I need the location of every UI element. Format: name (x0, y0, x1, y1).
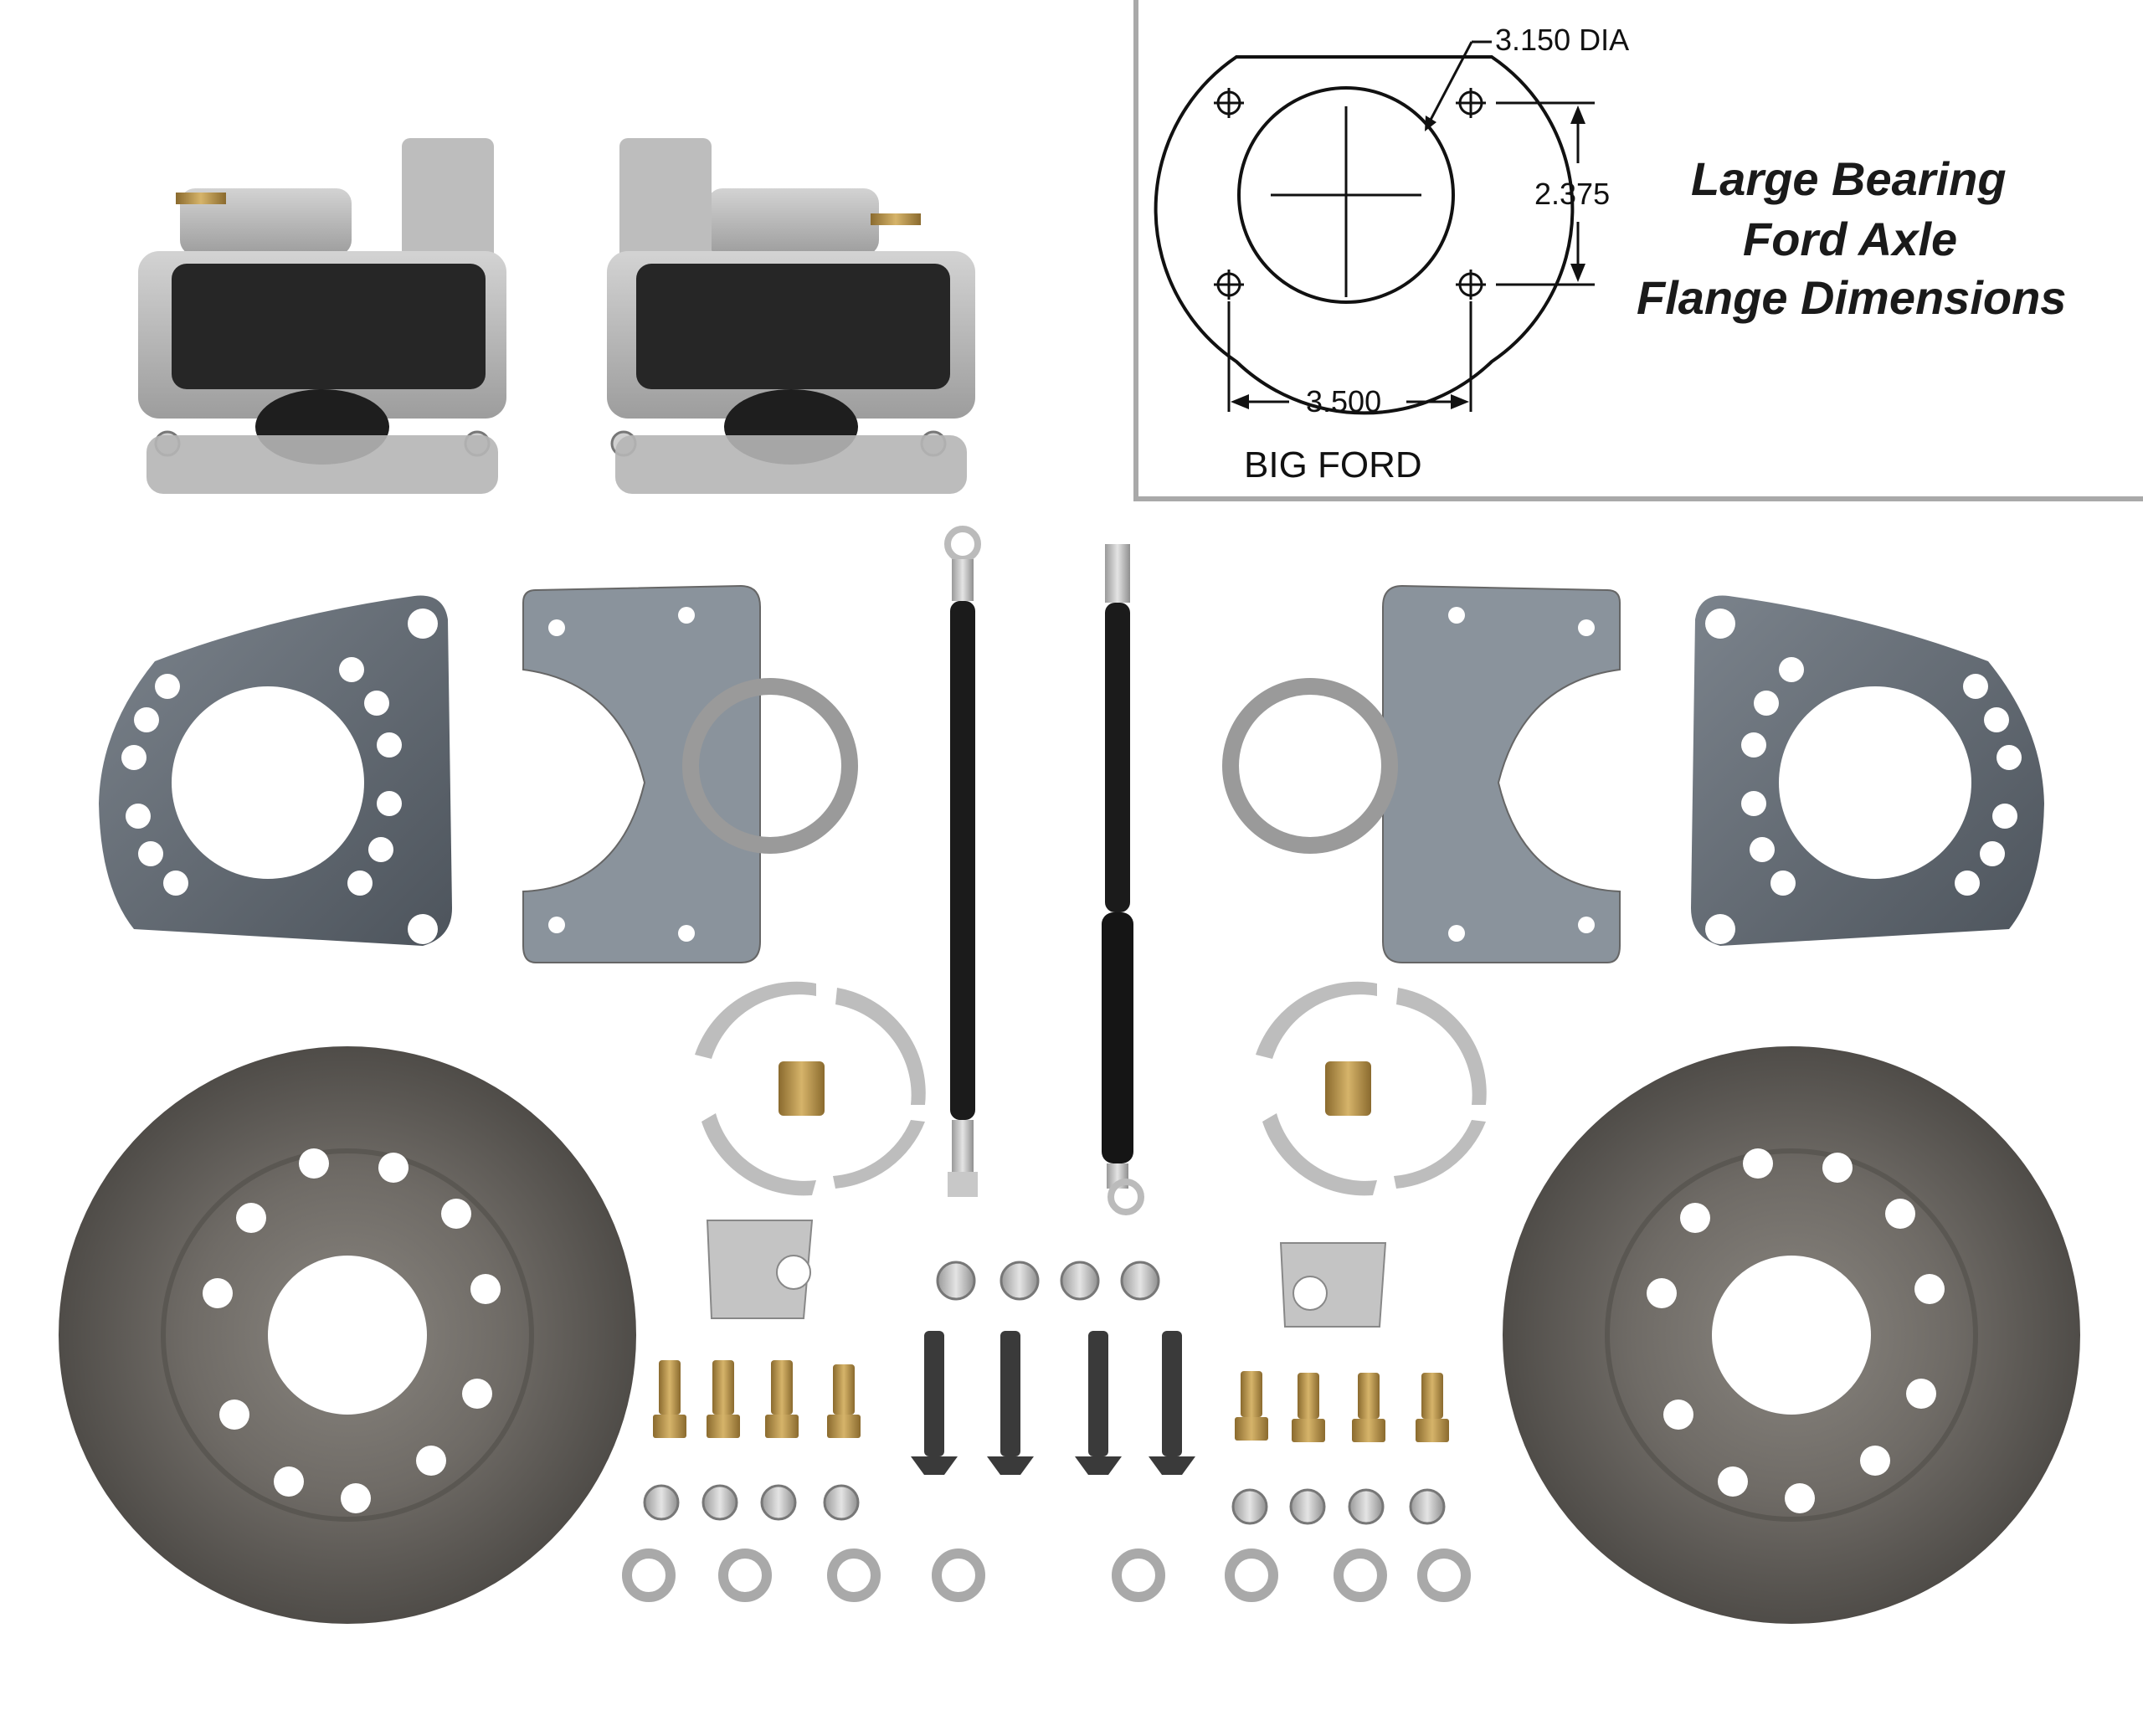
bolts-left (653, 1360, 861, 1438)
diagram-frame (1133, 0, 2143, 501)
diagram-caption: BIG FORD (1244, 444, 1422, 485)
brake-pad (636, 264, 950, 389)
caliper-mount-plate-left (99, 595, 452, 946)
brake-rotor-right (1503, 1046, 2080, 1624)
flange-nuts-top (936, 1261, 1160, 1301)
shim-set-right (1256, 981, 1487, 1196)
bolt-hole-markers (1214, 88, 1486, 300)
width-label: 3.500 (1306, 384, 1381, 419)
brake-hose-right (1102, 544, 1144, 1215)
retainer-ring-left (682, 678, 858, 854)
bolts-right (1235, 1371, 1449, 1442)
flange-diagram-panel: 3.150 DIA 2.375 3.500 BIG FORD Large Bea… (1133, 0, 2143, 501)
countersunk-screws (911, 1331, 1195, 1475)
brake-rotor-left (59, 1046, 636, 1624)
retainer-ring-right (1222, 678, 1398, 854)
flange-outline (1154, 55, 1575, 415)
hose-clip (1325, 1061, 1371, 1116)
shim-set-left (695, 981, 926, 1196)
rotor-lug-holes (203, 1148, 501, 1513)
brake-pad (172, 264, 486, 389)
bleeder-screw (871, 213, 921, 225)
mounting-holes (1705, 609, 2022, 944)
u-bracket-left (522, 584, 761, 963)
caliper-bracket (402, 138, 494, 264)
rotor-lug-holes (1647, 1148, 1945, 1513)
bearing-bore-circle (1237, 86, 1455, 304)
caliper-left (138, 138, 506, 494)
caliper-mount-plate-right (1691, 595, 2044, 946)
nuts-left (643, 1484, 860, 1521)
rotor-center-bore (268, 1256, 427, 1415)
hose-clip (779, 1061, 825, 1116)
headline-line-3: Flange Dimensions (1637, 271, 2066, 324)
headline-line-2: Ford Axle (1743, 213, 1957, 265)
u-bracket-right (1382, 584, 1621, 963)
nuts-right (1231, 1488, 1446, 1525)
rotor-center-bore (1712, 1256, 1871, 1415)
caliper-right (607, 138, 975, 494)
lock-washers (622, 1549, 1471, 1602)
lock-tab-left (706, 1220, 814, 1319)
caliper-bracket (619, 138, 712, 264)
diameter-label: 3.150 DIA (1495, 23, 1629, 57)
mounting-holes (121, 609, 438, 944)
brake-hose-left (944, 526, 981, 1197)
height-label: 2.375 (1534, 177, 1610, 211)
headline-line-1: Large Bearing (1691, 152, 2007, 205)
diameter-leader (1428, 41, 1473, 122)
bleeder-screw (176, 193, 226, 204)
lock-tab-right (1279, 1242, 1387, 1328)
